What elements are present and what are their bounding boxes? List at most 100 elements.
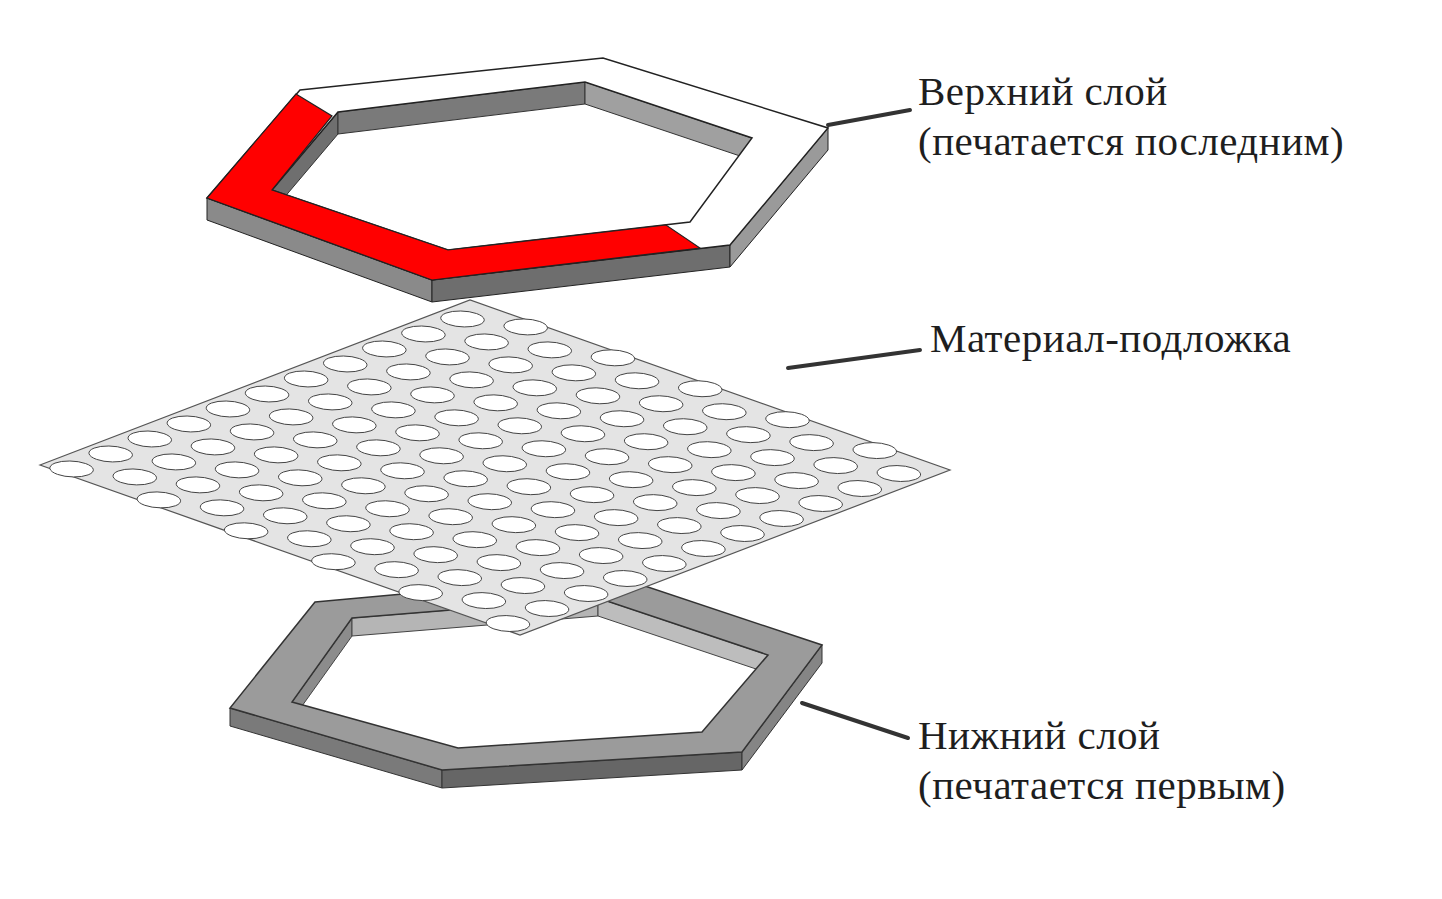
leader-line (788, 350, 920, 368)
mesh-hole (245, 444, 306, 467)
mesh-hole (255, 505, 316, 528)
mesh-hole (191, 497, 252, 520)
mesh-hole (655, 415, 716, 438)
mesh-hole (615, 430, 676, 453)
mesh-hole (712, 522, 773, 545)
mesh-hole (606, 370, 667, 393)
mesh-hole (315, 353, 376, 376)
mesh-hole (426, 407, 487, 430)
mesh-hole (844, 439, 905, 462)
mesh-hole (294, 490, 355, 513)
mesh-hole (513, 437, 574, 460)
highlight-segment (207, 94, 700, 280)
mesh-hole (766, 469, 827, 492)
mesh-hole (206, 459, 267, 482)
substrate-mesh (36, 298, 955, 636)
mesh-hole (670, 377, 731, 400)
frame-face (207, 58, 828, 280)
mesh-hole (128, 489, 189, 512)
mesh-hole (230, 482, 291, 505)
mesh-hole (591, 407, 652, 430)
mesh-hole (679, 438, 740, 461)
mesh-hole (868, 462, 929, 485)
mesh-hole (561, 483, 622, 506)
leader-lines (788, 110, 920, 738)
mesh-hole (582, 347, 643, 370)
mesh-hole (381, 520, 442, 543)
leader-line (802, 703, 908, 738)
mesh-hole (516, 597, 577, 620)
mesh-hole (483, 513, 544, 536)
mesh-hole (649, 514, 710, 537)
mesh-hole (215, 520, 276, 543)
mesh-hole (474, 452, 535, 475)
mesh-hole (354, 338, 415, 361)
mesh-hole (275, 368, 336, 391)
mesh-hole (158, 413, 219, 436)
mesh-hole (450, 430, 511, 453)
mesh-hole (333, 475, 394, 498)
mesh-hole (143, 451, 204, 474)
mesh-hole (751, 507, 812, 530)
mesh-hole (453, 589, 514, 612)
mesh-hole (221, 421, 282, 444)
mesh-hole (727, 484, 788, 507)
mesh-hole (504, 377, 565, 400)
mesh-hole (348, 437, 409, 460)
mesh-hole (396, 482, 457, 505)
mesh-hole (119, 428, 180, 451)
mesh-hole (703, 461, 764, 484)
mesh-hole (309, 452, 370, 475)
mesh-hole (390, 581, 451, 604)
mesh-hole (829, 477, 890, 500)
mesh-hole (411, 445, 472, 468)
mesh-hole (387, 422, 448, 445)
mesh-hole (429, 566, 490, 589)
mesh-hole (507, 536, 568, 559)
mesh-hole (456, 331, 517, 354)
mesh-hole (363, 399, 424, 422)
mesh-hole (757, 408, 818, 431)
mesh-hole (552, 422, 613, 445)
leader-line (828, 110, 910, 125)
mesh-hole (366, 558, 427, 581)
mesh-hole (459, 490, 520, 513)
mesh-hole (610, 529, 671, 552)
mesh-hole (285, 429, 346, 452)
mesh-hole (80, 443, 141, 466)
mesh-hole (270, 467, 331, 490)
mesh-hole (673, 537, 734, 560)
mesh-hole (303, 550, 364, 573)
mesh-hole (718, 423, 779, 446)
mesh-hole (664, 476, 725, 499)
mesh-hole (528, 400, 589, 423)
mesh-hole (630, 392, 691, 415)
part-label: Материал-подложка (930, 313, 1291, 363)
mesh-hole (167, 474, 228, 497)
mesh-hole (546, 521, 607, 544)
mesh-hole (417, 346, 478, 369)
mesh-hole (378, 361, 439, 384)
mesh-hole (41, 458, 102, 481)
mesh-hole (634, 552, 695, 575)
mesh-hole (405, 543, 466, 566)
mesh-hole (441, 369, 502, 392)
part-label: Верхний слой (печатается последним) (918, 66, 1436, 166)
mesh-hole (781, 431, 842, 454)
mesh-hole (465, 392, 526, 415)
mesh-hole (576, 445, 637, 468)
mesh-hole (555, 582, 616, 605)
mesh-hole (492, 574, 553, 597)
mesh-hole (489, 415, 550, 438)
mesh-hole (372, 460, 433, 483)
part-label: Нижний слой (печатается первым) (918, 710, 1436, 810)
mesh-hole (300, 391, 361, 414)
mesh-hole (477, 612, 538, 635)
mesh-hole (543, 362, 604, 385)
mesh-hole (339, 376, 400, 399)
mesh-hole (435, 467, 496, 490)
mesh-hole (688, 499, 749, 522)
mesh-hole (522, 498, 583, 521)
mesh-hole (357, 497, 418, 520)
